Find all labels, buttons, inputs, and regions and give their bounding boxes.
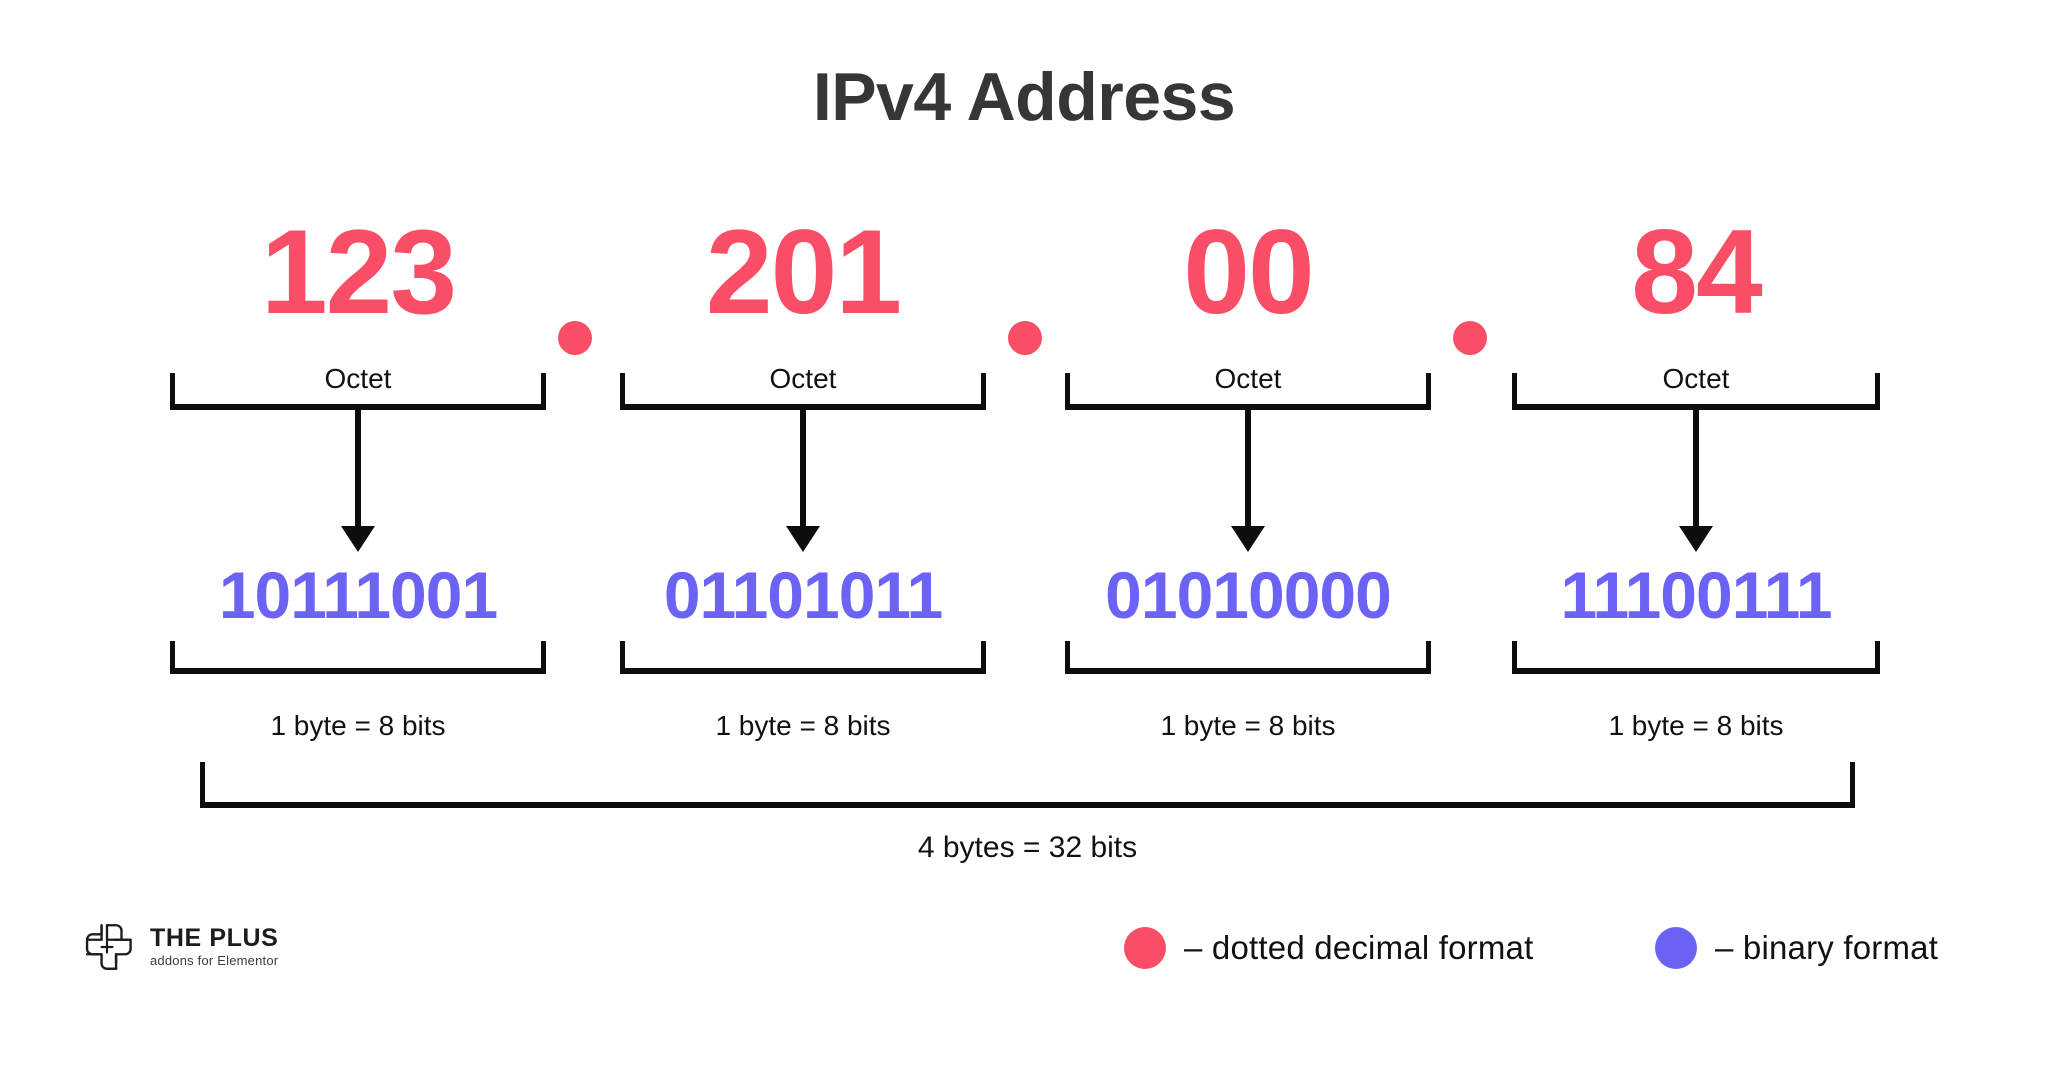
byte-label-3: 1 byte = 8 bits [1160, 710, 1336, 741]
dot-separator-3 [1453, 321, 1487, 355]
byte-label-4: 1 byte = 8 bits [1608, 710, 1784, 741]
arrow-head-1 [341, 526, 375, 552]
octet-bracket-1 [170, 373, 546, 410]
legend-label-decimal: – dotted decimal format [1184, 929, 1534, 966]
brand-logo: THE PLUS addons for Elementor [78, 918, 278, 976]
arrow-line-2 [800, 409, 806, 540]
binary-octet-2: 01101011 [663, 558, 943, 632]
byte-label-2: 1 byte = 8 bits [715, 710, 891, 741]
page-title: IPv4 Address [812, 59, 1236, 135]
logo-text-block: THE PLUS addons for Elementor [150, 925, 278, 969]
binary-octet-4: 11100111 [1560, 558, 1832, 632]
decimal-octet-1: 123 [260, 205, 457, 339]
byte-bracket-4 [1512, 641, 1880, 674]
total-bracket [200, 762, 1855, 808]
octet-bracket-2 [620, 373, 986, 410]
legend-label-binary: – binary format [1715, 929, 1939, 966]
arrow-head-3 [1231, 526, 1265, 552]
byte-bracket-1 [170, 641, 546, 674]
decimal-octet-2: 201 [705, 205, 902, 339]
binary-octet-3: 01010000 [1105, 558, 1392, 632]
plus-pinwheel-logo-icon [85, 924, 132, 970]
byte-label-1: 1 byte = 8 bits [270, 710, 446, 741]
byte-bracket-3 [1065, 641, 1431, 674]
byte-bracket-2 [620, 641, 986, 674]
dot-separator-1 [558, 321, 592, 355]
total-label: 4 bytes = 32 bits [917, 831, 1138, 864]
legend-swatch-binary-icon [1655, 927, 1697, 969]
legend-item-binary: – binary format [1655, 927, 1938, 969]
arrow-head-2 [786, 526, 820, 552]
octet-bracket-4 [1512, 373, 1880, 410]
dot-separator-2 [1008, 321, 1042, 355]
legend-item-decimal: – dotted decimal format [1124, 927, 1533, 969]
octet-label-3: Octet [1214, 363, 1282, 394]
arrow-line-3 [1245, 409, 1251, 540]
logo-tagline: addons for Elementor [150, 953, 279, 969]
arrow-head-4 [1679, 526, 1713, 552]
octet-label-2: Octet [769, 363, 837, 394]
logo-title: THE PLUS [150, 924, 279, 953]
decimal-octet-3: 00 [1183, 205, 1314, 339]
decimal-octet-4: 84 [1631, 205, 1762, 339]
arrow-line-4 [1693, 409, 1699, 540]
octet-label-1: Octet [324, 363, 392, 394]
octet-label-4: Octet [1662, 363, 1730, 394]
binary-octet-1: 10111001 [218, 558, 498, 632]
legend-swatch-decimal-icon [1124, 927, 1166, 969]
octet-bracket-3 [1065, 373, 1431, 410]
arrow-line-1 [355, 409, 361, 540]
